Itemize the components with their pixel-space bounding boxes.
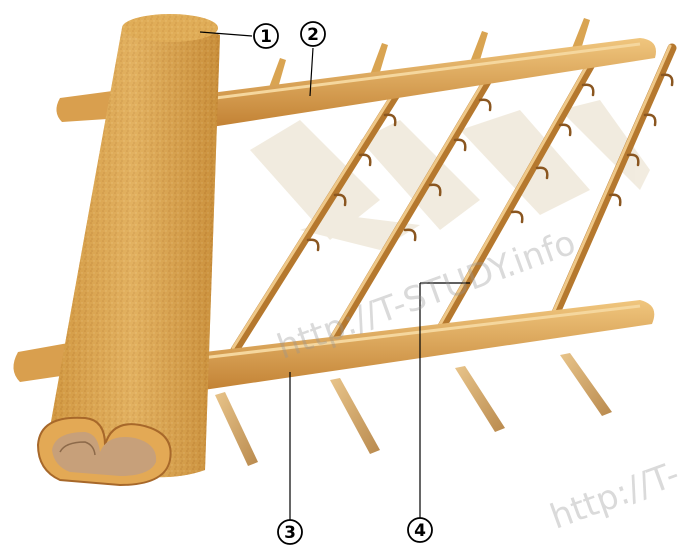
callout-label: 4 bbox=[414, 521, 426, 541]
callout-1: 1 bbox=[254, 24, 278, 48]
callout-label: 2 bbox=[307, 25, 319, 45]
callout-4: 4 bbox=[408, 518, 432, 542]
callout-label: 3 bbox=[284, 523, 296, 543]
callout-label: 1 bbox=[260, 27, 272, 47]
main-shaft bbox=[45, 14, 220, 477]
callout-3: 3 bbox=[278, 520, 302, 544]
callout-2: 2 bbox=[301, 22, 325, 46]
